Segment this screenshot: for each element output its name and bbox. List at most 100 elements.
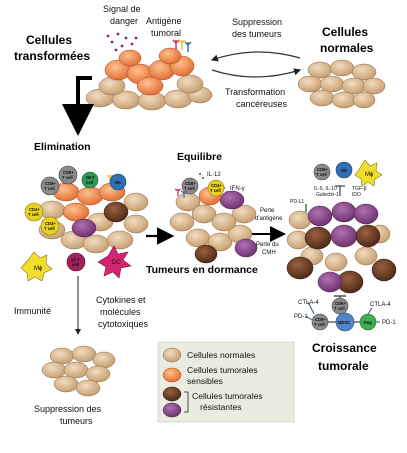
svg-text:NK: NK [341,168,347,173]
antigene-tumoral-line1: Antigène [146,16,182,26]
legend-bracket [184,391,189,413]
pdl1-label: PD-L1 [290,199,304,205]
antigene-tumoral-line2: tumoral [151,28,181,38]
gamma-delta-t-cell-elim: γδ T cell [66,252,86,272]
pd1-left-label: PD-1 [294,314,308,320]
nk-cell-croissance: NK [335,161,353,179]
svg-text:cell: cell [72,262,79,267]
svg-text:T cell: T cell [44,226,55,231]
cd4-t-cell-elim: CD4+ T cell [24,202,44,222]
perte-cmh-line2: CMH [262,250,276,256]
dendritic-cell-elim: DC [97,245,132,279]
cd8-t-cell-croissance-left: CD8+ T cell [311,313,329,331]
svg-text:MDSC: MDSC [338,320,350,325]
suppression-bottom-line2: tumeurs [60,416,93,426]
svg-text:T cell: T cell [28,212,39,217]
macrophage-elim: Mϕ [20,251,53,282]
svg-text:γδ T: γδ T [71,257,80,262]
checkpoint-ticks [305,301,380,323]
il6-label: IL-6, IL-10 [314,186,337,192]
svg-text:T cell: T cell [316,172,327,177]
svg-text:CD4+: CD4+ [45,221,56,226]
macrophage-croissance: Mϕ [354,159,383,187]
galectin-label: Galectin-1 [316,192,339,198]
ctla4-right-label: CTLA-4 [370,302,391,308]
legend-resistant-purple-swatch [162,402,182,418]
elimination-cell-cluster [38,182,149,254]
cellules-transformees-line1: Cellules [26,33,72,47]
legend-normal-label: Cellules normales [187,350,255,360]
perte-antigene-line1: Perte [260,208,275,214]
perte-antigene-line2: d'antigène [255,216,283,222]
suppression-bottom-line1: Suppression des [34,404,102,414]
transformation-line1: Transformation [225,87,285,97]
normal-cell-cluster [297,59,386,109]
cellules-transformees-line2: transformées [14,49,90,63]
cellules-normales-line1: Cellules [322,25,368,39]
svg-text:CD8+: CD8+ [63,170,74,175]
svg-text:NK: NK [115,180,121,185]
suppression-tumeurs-top-line1: Suppression [232,17,282,27]
arrow-suppression [210,51,301,62]
svg-text:T cell: T cell [184,186,195,191]
phase-croissance-line2: tumorale [318,359,369,373]
svg-text:T cell: T cell [210,188,221,193]
legend-sensible-line2: sensibles [187,376,223,386]
svg-text:T cell: T cell [314,322,325,327]
svg-text:T cell: T cell [62,175,73,180]
svg-text:Mϕ: Mϕ [365,172,374,178]
cd8-t-cell-croissance-top: CD8+ T cell [313,163,331,181]
svg-text:Treg: Treg [363,320,372,325]
il12-label: IL-12 [207,172,221,178]
svg-text:CD8+: CD8+ [185,181,196,186]
inhibition-bar [335,185,345,196]
tumor-antigen-markers-equilibre [174,188,188,198]
arrow-transformation [211,68,302,78]
svg-text:CD8+: CD8+ [317,167,328,172]
equilibre-cell-cluster [169,186,258,264]
svg-text:T cell: T cell [334,306,345,311]
cytokines-line3: cytotoxiques [98,319,149,329]
cd8-t-cell-croissance-bottom: CD8+ T cell [331,297,349,315]
svg-text:T cell: T cell [44,186,55,191]
ido-label: IDO [352,192,361,198]
svg-text:CD8+: CD8+ [335,301,346,306]
svg-text:NKT: NKT [86,175,95,180]
cytokines-line1: Cytokines et [96,295,146,305]
svg-text:Mϕ: Mϕ [34,266,43,272]
cd4-t-cell-equilibre: CD4+ T cell [207,179,225,197]
svg-text:DC: DC [112,260,121,266]
legend-resistant-dark-swatch [162,386,182,402]
legend-normal-swatch [162,347,182,363]
tumor-antigen-markers-top [172,39,192,52]
phase-tumeurs-dormance: Tumeurs en dormance [146,264,258,276]
phase-equilibre: Equilibre [177,151,222,163]
cellules-normales-line2: normales [320,41,374,55]
croissance-cell-cluster [286,201,397,294]
transformed-cell-cluster [85,47,213,111]
perte-cmh-line1: Perte du [256,242,279,248]
suppression-tumeurs-top-line2: des tumeurs [232,29,282,39]
pd1-right-label: PD-1 [382,320,396,326]
phase-croissance-line1: Croissance [312,341,377,355]
legend-resistant-line1: Cellules tumorales [192,391,263,401]
ifng-label: IFN-γ [230,186,245,192]
svg-text:CD4+: CD4+ [211,183,222,188]
cd8-t-cell-elim-2: CD8+ T cell [58,165,78,185]
tgfb-label: TGF-β [352,186,367,192]
cd4-t-cell-elim-2: CD4+ T cell [40,216,60,236]
svg-text:CD8+: CD8+ [45,181,56,186]
nkt-cell-elim: NKT cell [81,171,99,189]
legend-sensible-swatch [162,367,182,383]
cd8-t-cell-elim: CD8+ T cell [40,176,60,196]
suppression-cell-cluster [41,345,116,397]
svg-text:CD8+: CD8+ [315,317,326,322]
treg-cell: Treg [359,313,377,331]
mdsc-cell: MDSC [335,312,355,332]
transformation-line2: cancéreuses [236,99,288,109]
signal-danger-line1: Signal de [103,4,141,14]
immunite-label: Immunité [14,306,51,316]
cytokines-line2: molécules [100,307,141,317]
signal-danger-line2: danger [110,16,138,26]
